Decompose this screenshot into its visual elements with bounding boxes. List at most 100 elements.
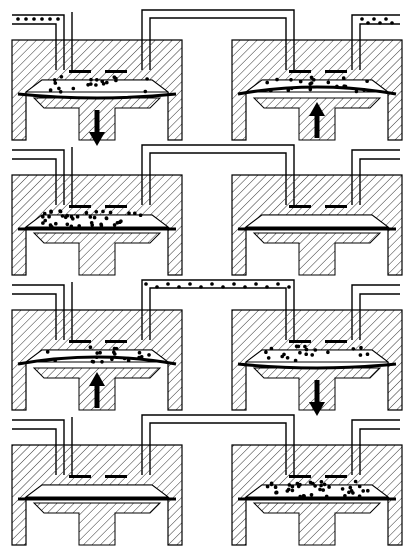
particle <box>287 483 292 487</box>
particle <box>343 494 347 498</box>
particle <box>289 78 293 82</box>
particle <box>122 356 127 361</box>
inlet-valve <box>69 205 91 208</box>
motion-arrow-head <box>89 372 105 386</box>
particle <box>313 348 318 352</box>
particle <box>295 481 300 486</box>
particle <box>54 221 58 226</box>
particle <box>326 80 331 85</box>
particle <box>390 21 394 25</box>
particle <box>119 219 123 223</box>
particle <box>155 285 159 289</box>
particle <box>210 282 214 286</box>
particle <box>266 356 271 360</box>
particle <box>308 87 313 92</box>
particle <box>265 484 270 489</box>
pump-chamber <box>244 349 390 363</box>
particle <box>309 81 314 85</box>
particle <box>311 481 315 486</box>
stages-layer <box>11 9 403 546</box>
particle <box>365 352 370 357</box>
particle <box>45 350 50 354</box>
particle <box>94 210 99 214</box>
inlet-valve <box>69 70 91 73</box>
particle <box>126 358 131 363</box>
inlet-valve <box>69 475 91 478</box>
motion-arrow-head <box>89 132 105 146</box>
particle <box>65 222 70 227</box>
particle <box>86 83 90 87</box>
particle <box>89 82 93 86</box>
particle <box>166 282 170 286</box>
particle <box>289 86 294 91</box>
particle <box>84 210 89 215</box>
particle <box>53 81 58 85</box>
particle <box>264 350 268 355</box>
membrane <box>237 85 397 96</box>
particle <box>269 346 274 351</box>
particle <box>359 345 363 350</box>
inlet-valve <box>289 70 311 73</box>
particle <box>341 76 346 80</box>
particle <box>105 80 109 85</box>
particle <box>127 211 131 215</box>
particle <box>349 489 354 493</box>
inlet-valve <box>69 340 91 343</box>
particle <box>133 211 137 216</box>
particle <box>58 209 62 213</box>
particle <box>287 285 291 289</box>
particle <box>265 285 269 289</box>
particle <box>365 79 369 83</box>
particle <box>47 214 51 219</box>
stage-1 <box>11 9 403 146</box>
particle <box>43 218 47 223</box>
particle <box>366 21 370 25</box>
particle <box>296 484 301 489</box>
particle <box>65 213 70 218</box>
particle <box>285 356 290 360</box>
particle <box>335 84 339 89</box>
particle <box>321 488 326 492</box>
particle <box>384 17 388 21</box>
particle <box>52 78 57 82</box>
particle <box>94 83 98 87</box>
particle <box>110 357 114 362</box>
inlet-valve <box>289 340 311 343</box>
particle <box>290 488 295 493</box>
particle <box>99 223 104 228</box>
motion-arrow-head <box>309 102 325 116</box>
inlet-valve <box>289 475 311 478</box>
particle <box>254 282 258 286</box>
particle <box>358 353 363 357</box>
particle <box>347 490 351 495</box>
particle <box>77 224 81 228</box>
actuator <box>32 232 162 276</box>
particle <box>318 487 322 492</box>
particle <box>177 285 181 289</box>
particle <box>112 223 117 227</box>
particle <box>324 494 329 499</box>
particle <box>319 480 324 484</box>
stage-4 <box>11 414 403 546</box>
particle <box>48 88 53 92</box>
actuator <box>252 232 382 276</box>
particle <box>342 84 347 88</box>
particle <box>276 282 280 286</box>
particle <box>56 17 60 21</box>
particle <box>265 80 270 85</box>
particle <box>114 78 118 83</box>
particle <box>104 216 109 221</box>
particle <box>372 17 376 21</box>
particle <box>298 350 302 355</box>
outlet-valve <box>105 70 127 73</box>
particle <box>348 485 353 490</box>
membrane <box>17 92 177 100</box>
particle <box>322 482 327 487</box>
particle <box>88 345 93 350</box>
particle <box>304 347 309 352</box>
particle <box>296 344 301 349</box>
particle <box>309 75 314 80</box>
actuator <box>32 502 162 546</box>
particle <box>303 344 307 349</box>
particle <box>53 358 57 363</box>
